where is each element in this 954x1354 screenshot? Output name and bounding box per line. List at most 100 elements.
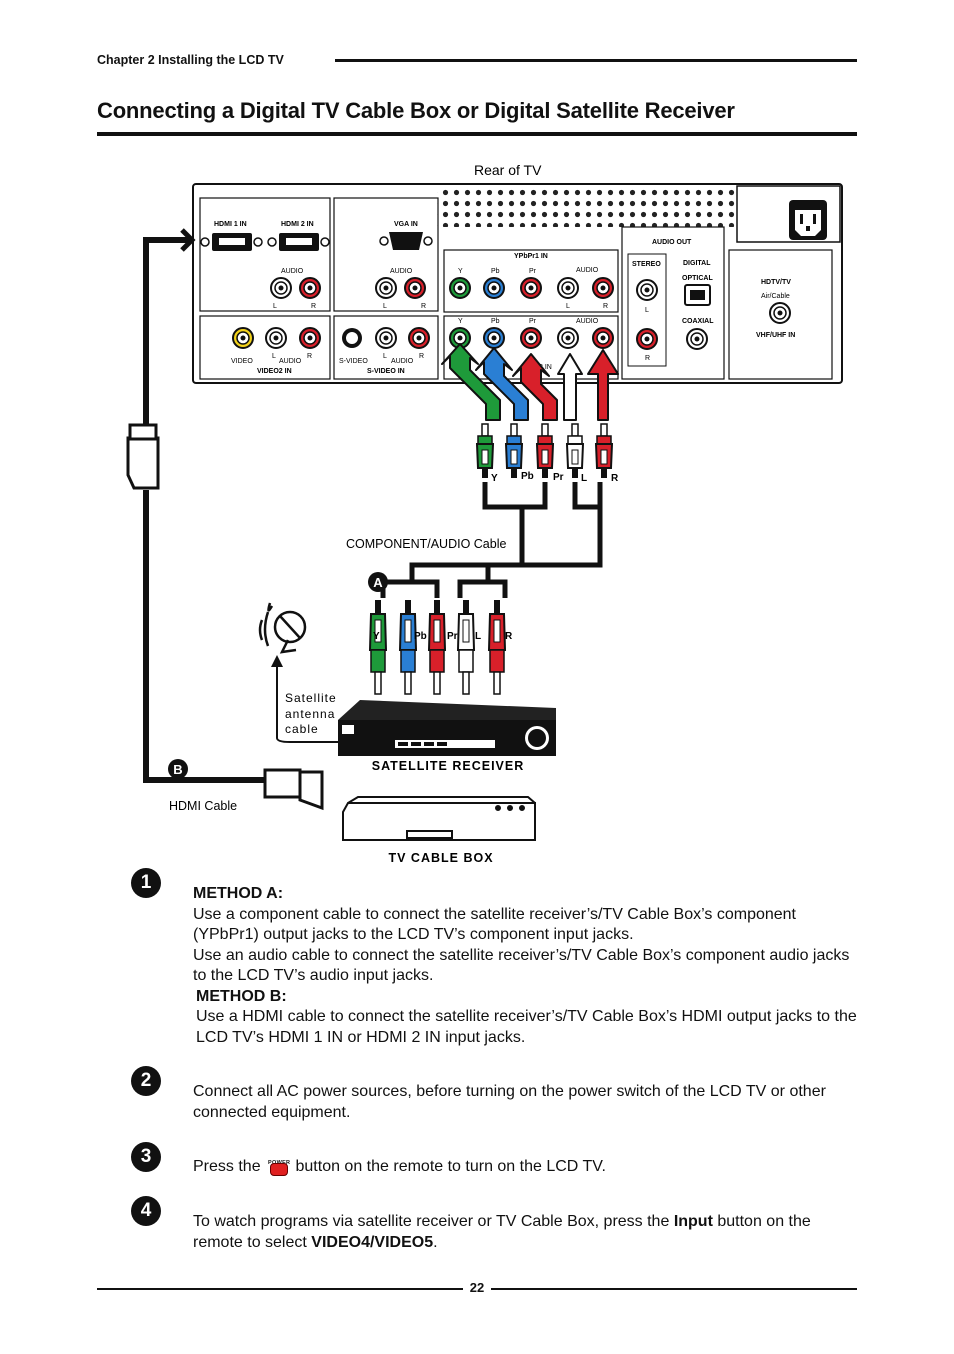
optical-port bbox=[684, 284, 711, 306]
satellite-cable bbox=[271, 655, 340, 743]
tv-plug-label-2: Pr bbox=[553, 472, 564, 483]
ypbpr2-audio-l-jack bbox=[557, 327, 579, 349]
connection-diagram: Rear of TV HDMI 1 IN HDMI 2 IN VGA IN bbox=[126, 162, 843, 865]
vga-port bbox=[379, 232, 433, 250]
audio-label-svideo: AUDIO bbox=[391, 358, 414, 365]
y-label: Y bbox=[458, 318, 463, 325]
ypbpr2-audio-r-jack bbox=[592, 327, 614, 349]
r-label: R bbox=[603, 303, 608, 310]
l-label: L bbox=[566, 303, 570, 310]
hdmi1-label: HDMI 1 IN bbox=[214, 221, 247, 228]
component-cable-harness bbox=[380, 482, 603, 598]
step-1-badge: 1 bbox=[131, 868, 161, 898]
audio-label-video2: AUDIO bbox=[279, 358, 302, 365]
hdtv-label: HDTV/TV bbox=[761, 279, 791, 286]
satellite-receiver-icon bbox=[338, 700, 556, 756]
tv-plug-label-4: R bbox=[611, 473, 619, 484]
video2-audio-r-jack bbox=[299, 327, 321, 349]
svideo-in-label: S-VIDEO IN bbox=[367, 368, 405, 375]
video2-in-label: VIDEO2 IN bbox=[257, 368, 292, 375]
hdmi1-port bbox=[200, 233, 263, 251]
marker-a: A bbox=[368, 572, 388, 592]
receiver-plug-0 bbox=[368, 600, 388, 695]
green-arrow bbox=[441, 343, 501, 421]
optical-label: OPTICAL bbox=[682, 275, 713, 282]
ypbpr2-pb-jack bbox=[483, 327, 505, 349]
signal-arrows bbox=[441, 343, 619, 421]
video2-audio-l-jack bbox=[265, 327, 287, 349]
hdmi2-port bbox=[267, 233, 330, 251]
hdmi-cable-label: HDMI Cable bbox=[169, 799, 237, 813]
l-label: L bbox=[645, 307, 649, 314]
tv-plug-1 bbox=[504, 423, 524, 478]
ypbpr1-label: YPbPr1 IN bbox=[514, 253, 548, 260]
coaxial-jack bbox=[686, 328, 708, 350]
method-a-label: METHOD A: bbox=[193, 885, 284, 902]
l-label: L bbox=[383, 303, 387, 310]
receiver-plug-3 bbox=[456, 600, 476, 695]
ypbpr1-audio-l-jack bbox=[557, 277, 579, 299]
stereo-l-jack bbox=[636, 279, 658, 301]
l-label: L bbox=[272, 353, 276, 360]
svg-text:A: A bbox=[373, 575, 383, 590]
svg-text:antenna: antenna bbox=[285, 707, 335, 721]
receiver-plug-label-3: L bbox=[475, 631, 481, 642]
step-3-badge: 3 bbox=[131, 1142, 161, 1172]
audio-label-ypbpr2: AUDIO bbox=[576, 318, 599, 325]
vga-label: VGA IN bbox=[394, 221, 418, 228]
method-a-text-1: Use a component cable to connect the sat… bbox=[193, 905, 796, 944]
receiver-plug-2 bbox=[427, 600, 447, 695]
vga-audio-r-jack bbox=[404, 277, 426, 299]
l-label: L bbox=[383, 353, 387, 360]
tv-side-plugs bbox=[475, 423, 614, 478]
r-label: R bbox=[419, 353, 424, 360]
y-label: Y bbox=[458, 268, 463, 275]
page-title: Connecting a Digital TV Cable Box or Dig… bbox=[97, 98, 735, 123]
step-2-text: Connect all AC power sources, before tur… bbox=[193, 1082, 857, 1123]
r-label: R bbox=[645, 355, 650, 362]
svg-text:B: B bbox=[173, 762, 182, 777]
ypbpr2-label-fragment: 2 IN bbox=[539, 364, 552, 371]
tv-plug-2 bbox=[535, 423, 555, 478]
r-label: R bbox=[421, 303, 426, 310]
audio-l-jack bbox=[270, 277, 292, 299]
svg-text:cable: cable bbox=[285, 722, 319, 736]
svideo-audio-l-jack bbox=[375, 327, 397, 349]
r-label: R bbox=[307, 353, 312, 360]
chapter-heading: Chapter 2 Installing the LCD TV bbox=[97, 53, 284, 67]
hdmi2-label: HDMI 2 IN bbox=[281, 221, 314, 228]
step-2-body: Connect all AC power sources, before tur… bbox=[193, 1083, 826, 1121]
tv-cable-box-label: TV CABLE BOX bbox=[388, 851, 493, 865]
audio-label-hdmi: AUDIO bbox=[281, 268, 304, 275]
step-3-text-before: Press the bbox=[193, 1158, 261, 1175]
receiver-plug-1 bbox=[398, 600, 418, 695]
red-arrow-r bbox=[587, 349, 619, 421]
satellite-cable-label: Satellite antenna cable bbox=[285, 691, 336, 736]
footer-rule-right bbox=[491, 1288, 857, 1290]
ypbpr1-y-jack bbox=[449, 277, 471, 299]
tv-plug-label-3: L bbox=[581, 473, 587, 484]
video2-jack bbox=[232, 327, 254, 349]
receiver-plug-4 bbox=[487, 600, 507, 695]
step-4-text-2: button on the remote to select bbox=[193, 1213, 811, 1251]
footer-rule-left bbox=[97, 1288, 463, 1290]
ypbpr1-pb-jack bbox=[483, 277, 505, 299]
page-number: 22 bbox=[469, 1280, 485, 1295]
power-socket-icon bbox=[789, 200, 827, 240]
marker-b: B bbox=[168, 759, 188, 779]
power-button-icon: POWER bbox=[268, 1159, 290, 1176]
pr-label: Pr bbox=[529, 318, 537, 325]
tv-plug-0 bbox=[475, 423, 495, 478]
svideo-audio-r-jack bbox=[408, 327, 430, 349]
ypbpr1-audio-r-jack bbox=[592, 277, 614, 299]
pb-label: Pb bbox=[491, 318, 500, 325]
pb-label: Pb bbox=[491, 268, 500, 275]
panel-jacks: LRLRLRLRLRLRYPbPrYPbPrR bbox=[232, 268, 791, 362]
step-4-text-1: To watch programs via satellite receiver… bbox=[193, 1213, 670, 1230]
pr-label: Pr bbox=[529, 268, 537, 275]
antenna-jack bbox=[769, 302, 791, 324]
tv-plug-4 bbox=[594, 423, 614, 478]
red-arrow-pr bbox=[512, 353, 558, 421]
